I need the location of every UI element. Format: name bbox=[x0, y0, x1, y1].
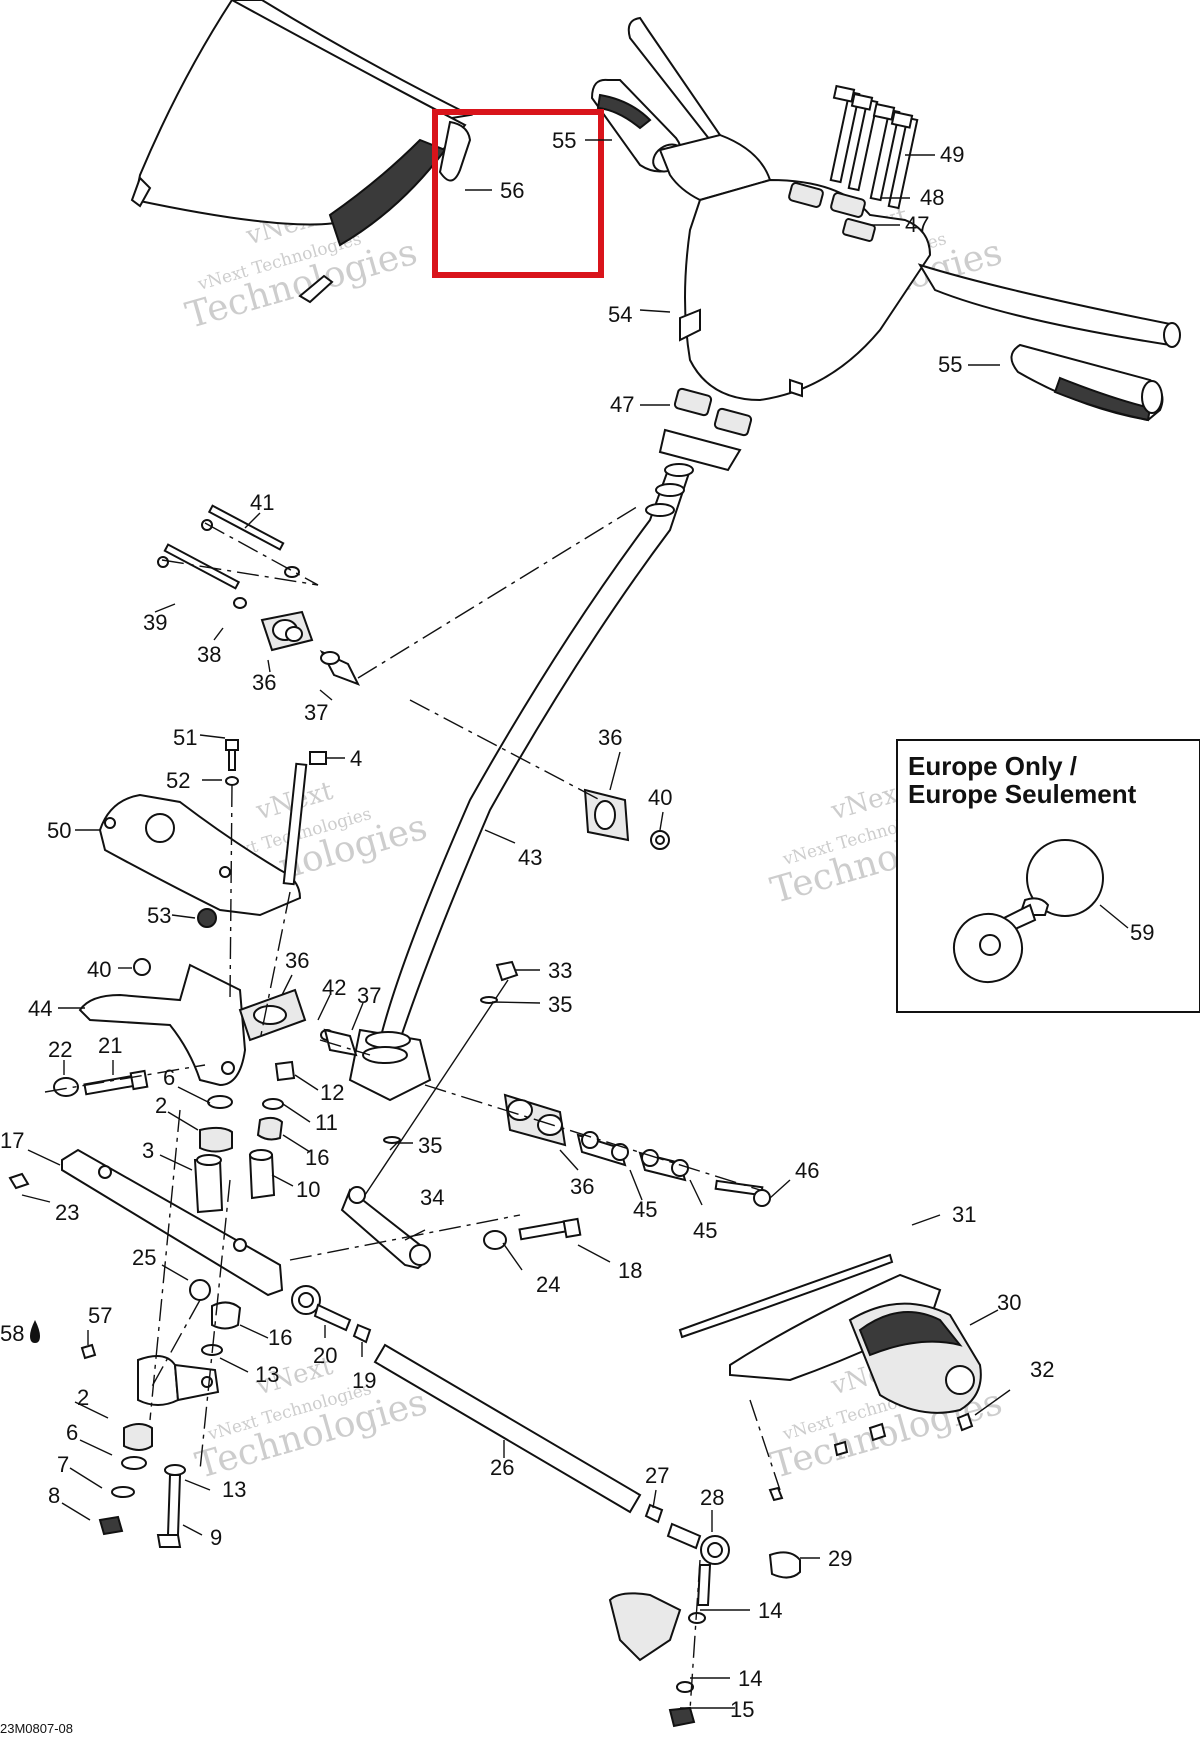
highlight-box bbox=[432, 109, 604, 278]
label-16: 16 bbox=[268, 1325, 292, 1350]
label-47: 47 bbox=[610, 392, 634, 417]
figure-reference: 23M0807-08 bbox=[0, 1721, 73, 1736]
label-17: 17 bbox=[0, 1128, 24, 1153]
label-3: 3 bbox=[142, 1138, 154, 1163]
label-23: 23 bbox=[55, 1200, 79, 1225]
label-39: 39 bbox=[143, 610, 167, 635]
label-28: 28 bbox=[700, 1485, 724, 1510]
label-50: 50 bbox=[47, 818, 71, 843]
label-6: 6 bbox=[66, 1420, 78, 1445]
label-35: 35 bbox=[548, 992, 572, 1017]
label-27: 27 bbox=[645, 1463, 669, 1488]
label-13: 13 bbox=[222, 1477, 246, 1502]
leader-lines bbox=[21, 139, 1011, 1709]
label-36: 36 bbox=[285, 948, 309, 973]
clamps-47-48 bbox=[658, 182, 876, 472]
label-6: 6 bbox=[163, 1065, 175, 1090]
label-48: 48 bbox=[920, 185, 944, 210]
bracket-50-part bbox=[98, 739, 327, 928]
label-37: 37 bbox=[304, 700, 328, 725]
label-31: 31 bbox=[952, 1202, 976, 1227]
label-22: 22 bbox=[48, 1037, 72, 1062]
bushing-36-mid bbox=[583, 788, 670, 850]
europe-inset: Europe Only / Europe Seulement 59 bbox=[896, 739, 1200, 1013]
label-35: 35 bbox=[418, 1133, 442, 1158]
label-55: 55 bbox=[552, 128, 576, 153]
label-25: 25 bbox=[132, 1245, 156, 1270]
label-32: 32 bbox=[1030, 1357, 1054, 1382]
label-34: 34 bbox=[420, 1185, 444, 1210]
label-13: 13 bbox=[255, 1362, 279, 1387]
label-14: 14 bbox=[738, 1666, 762, 1691]
tie-rod-26-part bbox=[291, 1285, 801, 1606]
callouts: 56 55 49 48 47 54 55 47 41 39 38 36 37 3… bbox=[0, 128, 1054, 1722]
label-36: 36 bbox=[598, 725, 622, 750]
center-lines bbox=[44, 504, 781, 1711]
label-33: 33 bbox=[548, 958, 572, 983]
label-44: 44 bbox=[28, 996, 52, 1021]
label-37: 37 bbox=[357, 983, 381, 1008]
fluid-drop-icon bbox=[30, 1320, 40, 1343]
label-51: 51 bbox=[173, 725, 197, 750]
label-20: 20 bbox=[313, 1343, 337, 1368]
label-40: 40 bbox=[648, 785, 672, 810]
label-19: 19 bbox=[352, 1368, 376, 1393]
label-2: 2 bbox=[155, 1093, 167, 1118]
label-47: 47 bbox=[905, 212, 929, 237]
link-45-46-parts bbox=[503, 1093, 771, 1207]
label-43: 43 bbox=[518, 845, 542, 870]
label-46: 46 bbox=[795, 1158, 819, 1183]
label-59: 59 bbox=[1130, 920, 1154, 945]
label-36: 36 bbox=[570, 1174, 594, 1199]
label-45: 45 bbox=[633, 1197, 657, 1222]
bracket-44-part bbox=[78, 958, 247, 1087]
label-15: 15 bbox=[730, 1697, 754, 1722]
label-45: 45 bbox=[693, 1218, 717, 1243]
label-52: 52 bbox=[166, 768, 190, 793]
steering-arm-part bbox=[608, 1592, 706, 1728]
inset-title-line2: Europe Seulement bbox=[908, 779, 1137, 809]
label-16: 16 bbox=[305, 1145, 329, 1170]
label-7: 7 bbox=[57, 1452, 69, 1477]
label-10: 10 bbox=[296, 1177, 320, 1202]
label-36: 36 bbox=[252, 670, 276, 695]
label-24: 24 bbox=[536, 1272, 560, 1297]
label-4: 4 bbox=[350, 746, 362, 771]
label-8: 8 bbox=[48, 1483, 60, 1508]
horn-part bbox=[953, 839, 1104, 983]
left-linkage-parts bbox=[8, 1060, 296, 1301]
label-41: 41 bbox=[250, 490, 274, 515]
upper-mount-parts bbox=[157, 504, 361, 686]
label-21: 21 bbox=[98, 1033, 122, 1058]
label-38: 38 bbox=[197, 642, 221, 667]
boot-30-31-part bbox=[678, 1253, 982, 1502]
grip-right-part bbox=[1010, 343, 1164, 422]
inset-title-line1: Europe Only / bbox=[908, 751, 1077, 781]
label-57: 57 bbox=[88, 1303, 112, 1328]
label-42: 42 bbox=[322, 975, 346, 1000]
label-49: 49 bbox=[940, 142, 964, 167]
label-54: 54 bbox=[608, 302, 632, 327]
label-29: 29 bbox=[828, 1546, 852, 1571]
label-56: 56 bbox=[500, 178, 524, 203]
lower-left-parts bbox=[80, 1301, 242, 1548]
label-26: 26 bbox=[490, 1455, 514, 1480]
label-40: 40 bbox=[87, 957, 111, 982]
windshield-part bbox=[130, 0, 474, 304]
steering-column-part bbox=[348, 463, 694, 1102]
label-53: 53 bbox=[147, 903, 171, 928]
bolts-49 bbox=[829, 84, 919, 210]
label-11: 11 bbox=[315, 1110, 338, 1135]
label-30: 30 bbox=[997, 1290, 1021, 1315]
label-18: 18 bbox=[618, 1258, 642, 1283]
label-2: 2 bbox=[77, 1385, 89, 1410]
label-58: 58 bbox=[0, 1321, 24, 1346]
label-14: 14 bbox=[758, 1598, 782, 1623]
bolt-18-part bbox=[483, 1217, 582, 1250]
label-12: 12 bbox=[320, 1080, 344, 1105]
label-9: 9 bbox=[210, 1525, 222, 1550]
label-55: 55 bbox=[938, 352, 962, 377]
drag-link-34-part bbox=[340, 960, 519, 1270]
